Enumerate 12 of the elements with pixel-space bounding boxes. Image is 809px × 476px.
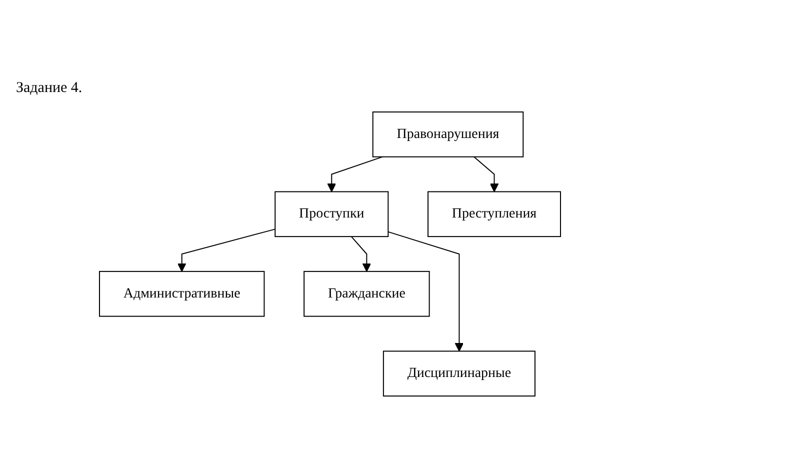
arrow xyxy=(327,156,384,192)
arrow xyxy=(177,228,276,272)
node-box: Гражданские xyxy=(304,270,430,317)
arrow xyxy=(388,231,464,352)
arrow xyxy=(350,236,372,272)
node-box: Дисциплинарные xyxy=(382,350,536,397)
title: Задание 4. xyxy=(16,80,82,97)
node-box: Правонарушения xyxy=(372,111,524,158)
node-box: Административные xyxy=(98,270,265,317)
node-box: Преступления xyxy=(428,191,562,238)
arrow xyxy=(474,156,499,192)
node-box: Проступки xyxy=(274,191,389,238)
